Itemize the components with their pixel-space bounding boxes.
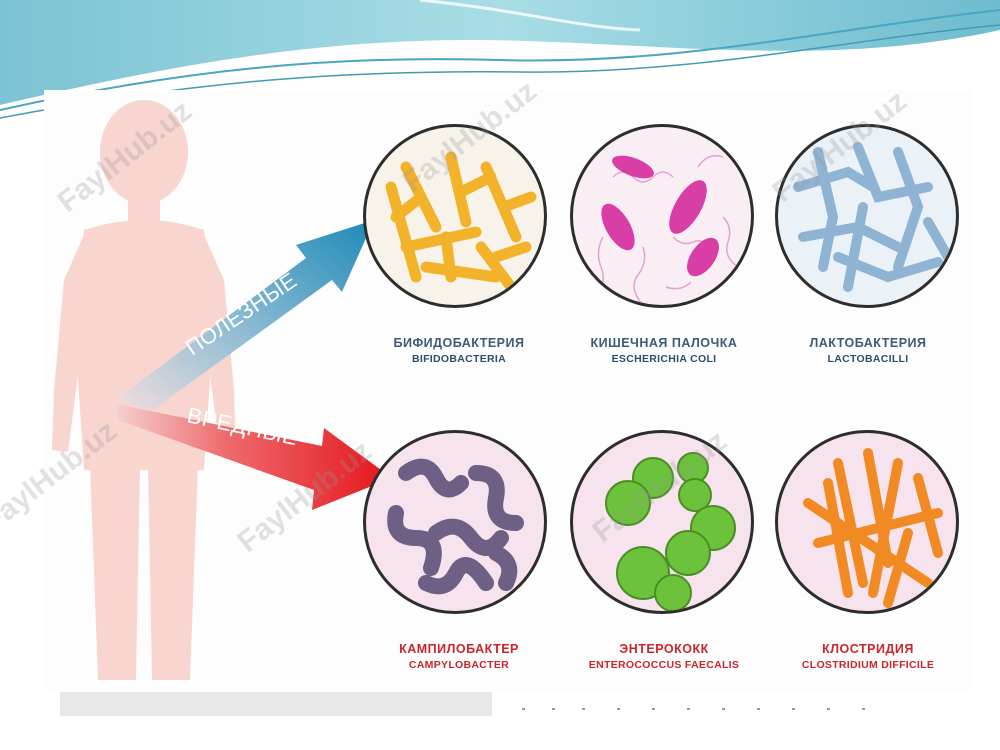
child-silhouette — [52, 100, 236, 680]
campylobacter-circle — [363, 430, 547, 614]
bifidobacteria-label: БИФИДОБАКТЕРИЯ BIFIDOBACTERIA — [359, 336, 559, 365]
lactobacilli-label: ЛАКТОБАКТЕРИЯ LACTOBACILLI — [768, 336, 968, 365]
campylobacter-icon — [387, 458, 524, 595]
lactobacilli-circle — [775, 124, 959, 308]
clostridium-icon — [803, 448, 943, 608]
campylobacter-name-ru: КАМПИЛОБАКТЕР — [399, 642, 519, 656]
escherichia-coli-icon — [596, 155, 739, 305]
header-wave — [0, 0, 1000, 119]
bifidobacteria-circle — [363, 124, 547, 308]
enterococcus-circle — [570, 430, 754, 614]
campylobacter-label: КАМПИЛОБАКТЕР CAMPYLOBACTER — [359, 642, 559, 671]
campylobacter-name-lat: CAMPYLOBACTER — [408, 659, 510, 671]
lactobacilli-name-lat: LACTOBACILLI — [827, 353, 909, 365]
cropped-dotted-line — [522, 708, 865, 710]
enterococcus-label: ЭНТЕРОКОКК ENTEROCOCCUS FAECALIS — [564, 642, 764, 671]
clostridium-label: КЛОСТРИДИЯ CLOSTRIDIUM DIFFICILE — [768, 642, 968, 671]
enterococcus-icon — [605, 452, 736, 611]
lactobacilli-icon — [793, 142, 953, 292]
escherichia-coli-name-ru: КИШЕЧНАЯ ПАЛОЧКА — [590, 336, 738, 350]
bifidobacteria-name-ru: БИФИДОБАКТЕРИЯ — [393, 336, 525, 350]
cropped-caption-bar — [60, 692, 492, 716]
enterococcus-name-ru: ЭНТЕРОКОКК — [619, 642, 709, 656]
escherichia-coli-circle — [570, 124, 754, 308]
bifidobacteria-icon — [385, 151, 537, 293]
bifidobacteria-name-lat: BIFIDOBACTERIA — [411, 353, 507, 365]
escherichia-coli-name-lat: ESCHERICHIA COLI — [611, 353, 717, 365]
lactobacilli-name-ru: ЛАКТОБАКТЕРИЯ — [809, 336, 927, 350]
enterococcus-name-lat: ENTEROCOCCUS FAECALIS — [588, 659, 740, 671]
clostridium-circle — [775, 430, 959, 614]
clostridium-name-lat: CLOSTRIDIUM DIFFICILE — [801, 659, 935, 671]
clostridium-name-ru: КЛОСТРИДИЯ — [822, 642, 914, 656]
escherichia-coli-label: КИШЕЧНАЯ ПАЛОЧКА ESCHERICHIA COLI — [564, 336, 764, 365]
